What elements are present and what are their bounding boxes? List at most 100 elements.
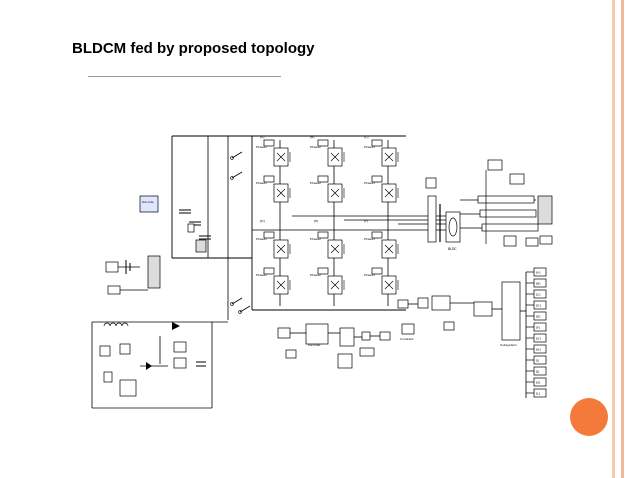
converter-tag <box>103 371 113 383</box>
gate-label: [C] <box>364 135 368 139</box>
output-tag-2 <box>533 278 547 288</box>
leg-label: Phase1 <box>256 273 267 277</box>
output-tag <box>379 331 391 341</box>
converter-display <box>173 357 187 369</box>
diode-symbol <box>172 322 180 330</box>
decoder-label: Decoder <box>308 343 321 347</box>
leg-label: Phase2 <box>310 145 321 149</box>
measurement-block <box>427 195 437 243</box>
switch-contact <box>231 171 243 179</box>
subsystem-label: Subsystem <box>500 343 517 347</box>
igbt-symbol <box>384 280 394 290</box>
igbt-symbol <box>384 244 394 254</box>
gain-block <box>479 209 537 218</box>
slide-title: BLDCM fed by proposed topology <box>72 40 315 57</box>
pwm-tag <box>443 321 455 331</box>
inductor-coil <box>121 322 129 327</box>
motor-label: BLDC <box>448 247 457 251</box>
igbt-symbol <box>330 244 340 254</box>
pwm-tag <box>397 299 409 309</box>
leg-label: Phase2 <box>310 181 321 185</box>
output-tag-6 <box>533 322 547 332</box>
output-tag-9 <box>533 355 547 365</box>
operator-block <box>361 331 371 341</box>
bus-scope <box>195 239 207 253</box>
gate-tag <box>263 231 275 239</box>
igbt-symbol <box>330 188 340 198</box>
gate-tag <box>263 175 275 183</box>
converter-tag <box>119 343 131 355</box>
output-tag-label: [K] <box>536 381 540 385</box>
switch-contact <box>239 305 251 313</box>
gate-tag <box>371 139 383 147</box>
inductor-coil <box>109 322 117 327</box>
powergui-label: Discrete <box>142 200 154 204</box>
gate-tag <box>317 267 329 275</box>
subsystem-block <box>501 281 521 341</box>
source-scope <box>147 255 161 289</box>
igbt-symbol <box>276 152 286 162</box>
constant-block <box>401 323 415 335</box>
igbt-symbol <box>276 280 286 290</box>
output-tag-label: [E] <box>536 315 540 319</box>
gate-label: [F] <box>364 219 368 223</box>
speed-display <box>487 159 503 171</box>
switch-contact <box>231 297 243 305</box>
gain-block <box>477 195 535 204</box>
output-tag-10 <box>533 366 547 376</box>
diode-symbol <box>146 362 152 370</box>
igbt-symbol <box>384 152 394 162</box>
igbt-symbol <box>330 152 340 162</box>
speed-gain <box>539 235 553 245</box>
logic-block <box>339 327 355 347</box>
output-tag-label: [B] <box>536 282 540 286</box>
gate-tag <box>317 139 329 147</box>
output-tag-label: [D] <box>536 304 541 308</box>
decorative-bar-left <box>612 0 615 478</box>
pwm-block <box>473 301 493 317</box>
switch-node <box>230 156 234 160</box>
control-tag <box>285 349 297 359</box>
output-tag-label: [H] <box>536 348 541 352</box>
speed-display <box>509 173 525 185</box>
leg-label: Phase3 <box>364 181 375 185</box>
bus-element <box>187 223 195 233</box>
output-tag-3 <box>533 289 547 299</box>
switch-node <box>230 302 234 306</box>
leg-label: Phase2 <box>310 237 321 241</box>
inductor-coil <box>103 322 111 327</box>
converter-display <box>173 341 187 353</box>
output-tag-4 <box>533 300 547 310</box>
orange-circle-decoration <box>570 398 608 436</box>
gate-label: [B] <box>310 135 314 139</box>
output-tag-label: [J] <box>536 370 539 374</box>
motor-scope <box>537 195 553 225</box>
switch-contact <box>231 151 243 159</box>
current-display <box>525 237 539 247</box>
decorative-bar-right <box>621 0 624 478</box>
pwm-block <box>431 295 451 311</box>
output-tag-label: [A] <box>536 271 540 275</box>
igbt-symbol <box>330 280 340 290</box>
igbt-symbol <box>384 188 394 198</box>
gate-label: [D] <box>260 219 265 223</box>
inductor-coil <box>115 322 123 327</box>
output-tag-1 <box>533 267 547 277</box>
gate-tag <box>371 267 383 275</box>
igbt-symbol <box>276 188 286 198</box>
gain-block <box>481 223 539 232</box>
output-tag-7 <box>533 333 547 343</box>
output-tag-label: [F] <box>536 326 540 330</box>
gate-tag <box>371 175 383 183</box>
gate-label: [E] <box>314 219 318 223</box>
powergui-block <box>139 195 159 213</box>
converter-switch <box>119 379 137 397</box>
switch-node <box>230 176 234 180</box>
output-tag-label: [L] <box>536 392 540 396</box>
source-tag <box>105 261 119 273</box>
motor-rotor <box>448 217 458 237</box>
leg-label: Phase3 <box>364 273 375 277</box>
leg-label: Phase3 <box>364 237 375 241</box>
sensor-block <box>425 177 437 189</box>
